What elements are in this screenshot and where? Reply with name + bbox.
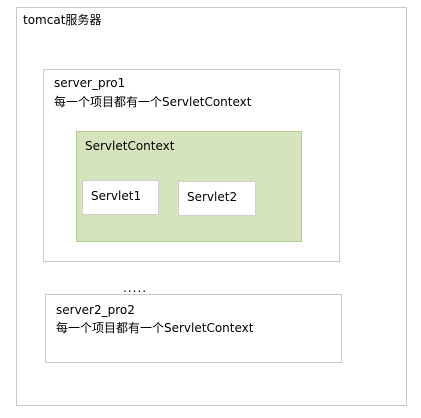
servlet-box-2: Servlet2	[178, 181, 256, 216]
servlet-context-label: ServletContext	[85, 139, 175, 153]
project-description: 每一个项目都有一个ServletContext	[56, 321, 254, 335]
servlet-box-1: Servlet1	[82, 180, 159, 215]
project-description: 每一个项目都有一个ServletContext	[54, 95, 252, 109]
project-name: server2_pro2	[56, 303, 135, 317]
more-projects-ellipsis: .....	[123, 281, 148, 295]
tomcat-server-title: tomcat服务器	[23, 13, 102, 27]
servlet-label: Servlet1	[91, 189, 142, 203]
servlet-label: Servlet2	[187, 190, 238, 204]
project-box-server2-pro2: server2_pro2 每一个项目都有一个ServletContext	[45, 294, 342, 363]
project-name: server_pro1	[54, 76, 126, 90]
